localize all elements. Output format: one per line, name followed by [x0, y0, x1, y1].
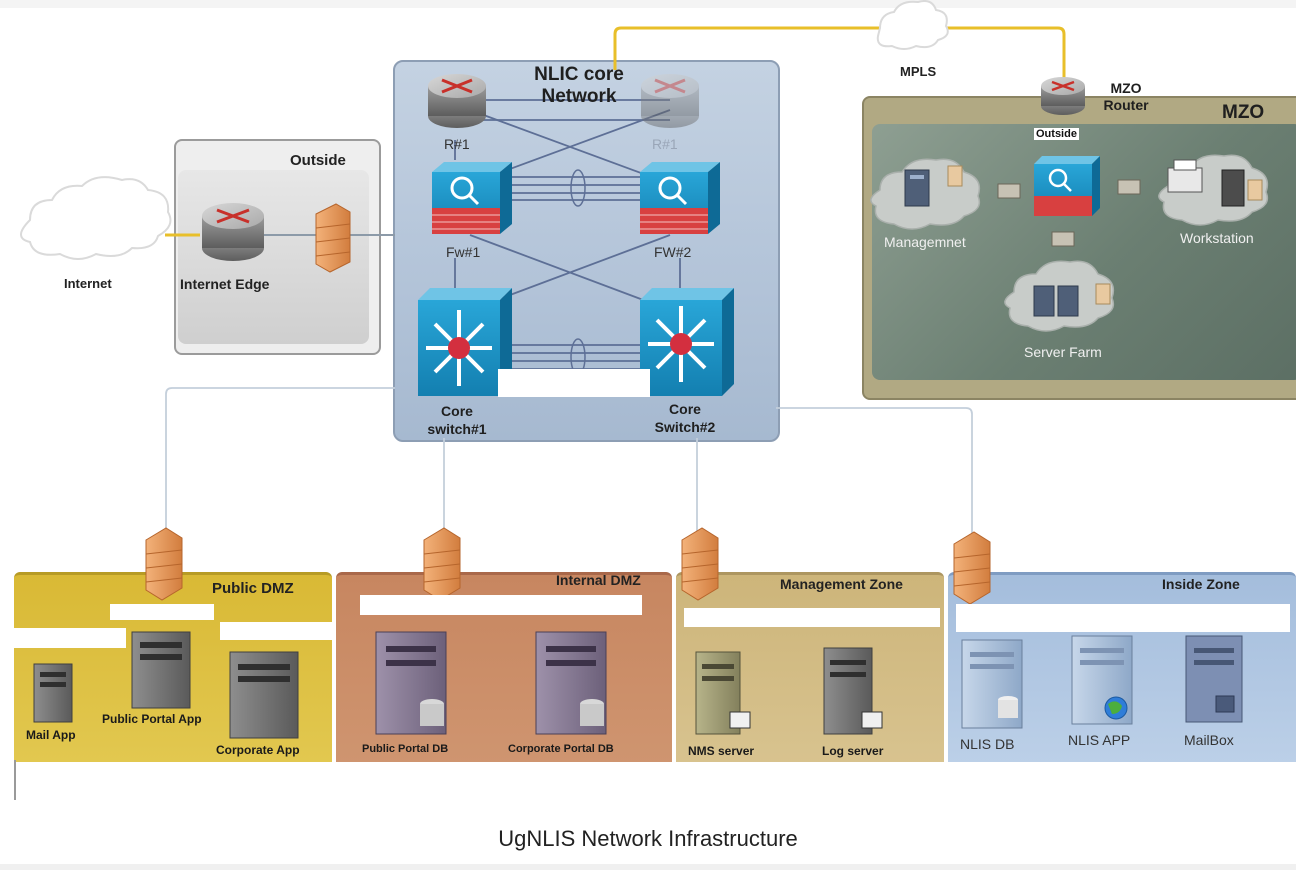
bottom-rule: [0, 864, 1296, 870]
redaction-bar: [110, 604, 214, 620]
server-farm-label: Server Farm: [1024, 344, 1102, 360]
public-dmz-title: Public DMZ: [212, 580, 294, 597]
mzo-firewall-icon: [1034, 156, 1100, 216]
inside-zone-firewall-icon: [953, 531, 991, 605]
public-dmz-firewall-icon: [145, 527, 183, 601]
nlis-db-label: NLIS DB: [960, 736, 1015, 752]
mailbox-server-icon: [1185, 635, 1243, 723]
core-firewall-1-icon: [432, 162, 512, 234]
diagram-title: UgNLIS Network Infrastructure: [498, 826, 798, 851]
management-zone-firewall-icon: [681, 527, 719, 601]
page-bottom-fill: [14, 762, 1296, 810]
server-farm-servers-icon: [1033, 283, 1111, 317]
mzo-outside-tag: Outside: [1034, 128, 1079, 140]
workstation-label: Workstation: [1180, 230, 1254, 246]
top-rule: [0, 0, 1296, 8]
corporate-portal-db-label: Corporate Portal DB: [508, 743, 614, 755]
internal-dmz-title: Internal DMZ: [556, 572, 641, 588]
internet-edge-label: Internet Edge: [180, 276, 270, 292]
public-portal-app-server-icon: [131, 631, 191, 709]
log-server-label: Log server: [822, 744, 884, 758]
core-router-1-icon: [428, 74, 486, 128]
internet-edge-router-icon: [202, 203, 264, 261]
core-switch-2-icon: [640, 288, 734, 396]
nms-server-icon: [695, 651, 751, 735]
redaction-bar: [684, 608, 940, 627]
redaction-bar: [14, 628, 126, 648]
core-firewall-2-icon: [640, 162, 720, 234]
management-server-icon: [904, 165, 963, 207]
mzo-router-icon: [1041, 77, 1085, 115]
redaction-bar: [498, 369, 650, 397]
internal-dmz-firewall-icon: [423, 527, 461, 601]
outside-title: Outside: [290, 152, 346, 169]
mailbox-label: MailBox: [1184, 732, 1234, 748]
core-switch-1-icon: [418, 288, 512, 396]
corporate-app-label: Corporate App: [216, 743, 300, 757]
workstation-printer-icon: [1167, 159, 1263, 207]
corporate-portal-db-server-icon: [535, 631, 607, 735]
inside-zone-title: Inside Zone: [1162, 576, 1240, 592]
corporate-app-server-icon: [229, 651, 299, 739]
mail-app-label: Mail App: [26, 728, 76, 742]
mpls-label: MPLS: [900, 64, 937, 79]
mpls-cloud: [876, 0, 949, 50]
redaction-bar: [220, 622, 332, 640]
nlis-db-server-icon: [961, 639, 1023, 729]
firewall-1-label: Fw#1: [446, 244, 481, 260]
firewall-2-label: FW#2: [654, 244, 692, 260]
management-zone-title: Management Zone: [780, 576, 903, 592]
nlis-app-server-icon: [1071, 635, 1133, 725]
management-label: Managemnet: [884, 234, 966, 250]
mzo-small-switches-icon: [997, 179, 1141, 247]
log-server-icon: [823, 647, 883, 735]
core-router-2-icon: [641, 74, 699, 128]
router-1-label: R#1: [444, 136, 470, 152]
internet-cloud: [20, 176, 172, 260]
left-edge-rule: [14, 760, 16, 800]
internet-label: Internet: [64, 276, 112, 291]
mzo-title: MZO: [1222, 102, 1265, 123]
redaction-bar: [956, 604, 1290, 632]
public-portal-db-server-icon: [375, 631, 447, 735]
nms-server-label: NMS server: [688, 744, 755, 758]
redaction-bar: [360, 595, 642, 615]
nlis-app-label: NLIS APP: [1068, 732, 1131, 748]
public-portal-app-label: Public Portal App: [102, 712, 202, 726]
mail-app-server-icon: [33, 663, 73, 723]
outside-firewall-icon: [315, 203, 351, 273]
public-portal-db-label: Public Portal DB: [362, 743, 449, 755]
router-2-label: R#1: [652, 136, 678, 152]
